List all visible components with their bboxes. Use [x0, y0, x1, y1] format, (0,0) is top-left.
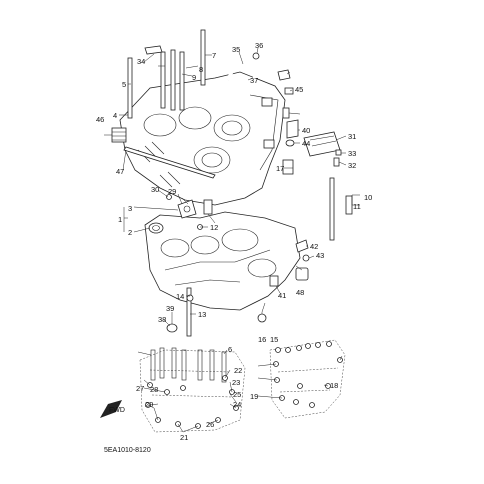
callout-42: 42 [310, 242, 318, 251]
callout-32: 32 [348, 161, 356, 170]
callout-19: 19 [250, 392, 258, 401]
callout-1: 1 [118, 215, 122, 224]
callout-34: 34 [137, 57, 145, 66]
callout-47: 47 [116, 167, 124, 176]
callout-30: 30 [151, 185, 159, 194]
callout-26: 26 [206, 420, 214, 429]
callout-20: 20 [145, 400, 153, 409]
callout-37: 37 [250, 76, 258, 85]
callout-6: 6 [228, 345, 232, 354]
breather-cap [111, 127, 127, 143]
callout-16: 16 [258, 335, 266, 344]
callout-8: 8 [199, 65, 203, 74]
callout-23: 23 [232, 378, 240, 387]
callout-29: 29 [168, 187, 176, 196]
callout-15: 15 [270, 335, 278, 344]
callout-31: 31 [348, 132, 356, 141]
callout-14: 14 [176, 292, 184, 301]
callout-33: 33 [348, 149, 356, 158]
upper-crankcase [119, 71, 286, 206]
oil-hose [226, 52, 260, 81]
callout-5: 5 [122, 80, 126, 89]
callout-40: 40 [302, 126, 310, 135]
lower-crankcase [144, 211, 301, 311]
leader-lines [104, 47, 360, 433]
callout-24: 24 [233, 400, 241, 409]
callout-10: 10 [364, 193, 372, 202]
callout-27: 27 [136, 384, 144, 393]
callout-2: 2 [128, 228, 132, 237]
stud-bolts-upper [127, 29, 206, 119]
callout-7: 7 [212, 51, 216, 60]
callout-44: 44 [302, 139, 310, 148]
callout-45: 45 [295, 85, 303, 94]
stud-right [329, 177, 353, 241]
callout-labels: 1 2 3 4 5 6 7 8 9 10 11 12 13 14 15 16 1… [96, 41, 372, 442]
callout-21: 21 [180, 433, 188, 442]
callout-17: 17 [276, 164, 284, 173]
callout-48: 48 [296, 288, 304, 297]
right-fittings [277, 69, 342, 175]
callout-11: 11 [353, 202, 361, 211]
callout-13: 13 [198, 310, 206, 319]
bolt-pattern-upper [269, 339, 346, 419]
callout-46: 46 [96, 115, 104, 124]
callout-12: 12 [210, 223, 218, 232]
callout-43: 43 [316, 251, 324, 260]
callout-3: 3 [128, 204, 132, 213]
callout-36: 36 [255, 41, 263, 50]
callout-39: 39 [166, 304, 174, 313]
callout-28: 28 [150, 385, 158, 394]
callout-38: 38 [158, 315, 166, 324]
part-code: 5EA1010-8120 [104, 447, 151, 454]
callout-22: 22 [234, 366, 242, 375]
callout-25: 25 [233, 390, 241, 399]
callout-18: 18 [330, 381, 338, 390]
fwd-mark: FWD [109, 407, 125, 414]
fwd-arrow-icon: FWD [100, 400, 125, 418]
callout-35: 35 [232, 45, 240, 54]
long-rod [123, 146, 216, 179]
callout-4: 4 [113, 111, 117, 120]
callout-9: 9 [192, 73, 196, 82]
callout-41: 41 [278, 291, 286, 300]
